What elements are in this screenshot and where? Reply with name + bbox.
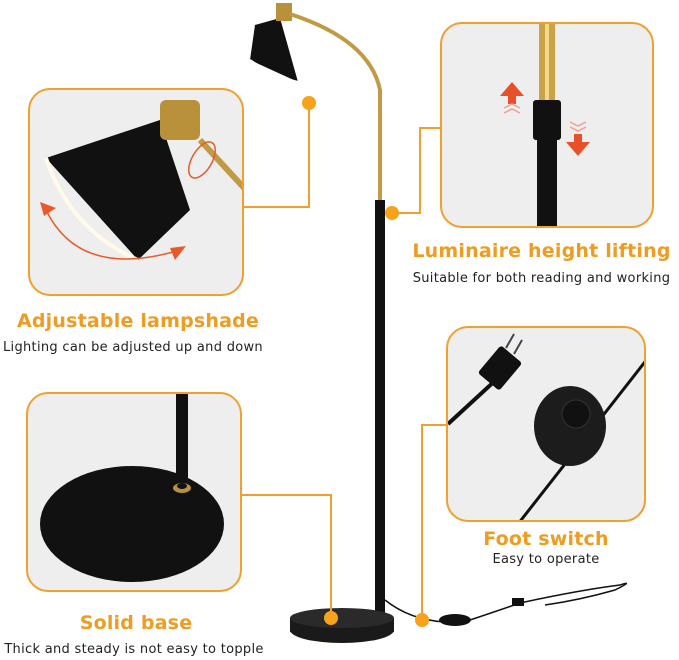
feature-title: Luminaire height lifting xyxy=(412,240,671,262)
base-panel xyxy=(26,392,242,592)
feature-title: Solid base xyxy=(79,612,193,634)
feature-title: Adjustable lampshade xyxy=(16,310,260,332)
rotate-arrow-icon xyxy=(188,141,216,179)
connector-line xyxy=(419,127,421,214)
feature-subtitle: Easy to operate xyxy=(492,552,600,567)
callout-dot xyxy=(415,613,429,627)
callout-dot xyxy=(324,611,338,625)
connector-line xyxy=(419,127,441,129)
arrow-up-icon xyxy=(500,82,524,114)
feature-subtitle: Lighting can be adjusted up and down xyxy=(3,340,263,355)
feature-subtitle: Thick and steady is not easy to topple xyxy=(4,642,264,657)
connector-line xyxy=(242,206,310,208)
feature-title: Foot switch xyxy=(483,528,609,550)
callout-dot xyxy=(302,96,316,110)
feature-subtitle: Suitable for both reading and working xyxy=(412,271,671,286)
lampshade-panel xyxy=(28,88,244,296)
height-panel xyxy=(440,22,654,228)
callout-dot xyxy=(385,206,399,220)
connector-line xyxy=(308,103,310,207)
rotate-arrow-icon xyxy=(45,209,181,260)
connector-line xyxy=(421,424,423,618)
connector-line xyxy=(392,212,420,214)
connector-line xyxy=(330,494,332,618)
connector-line xyxy=(421,424,447,426)
connector-line xyxy=(240,494,332,496)
arrow-down-icon xyxy=(566,121,590,156)
foot-switch-panel xyxy=(446,326,646,522)
